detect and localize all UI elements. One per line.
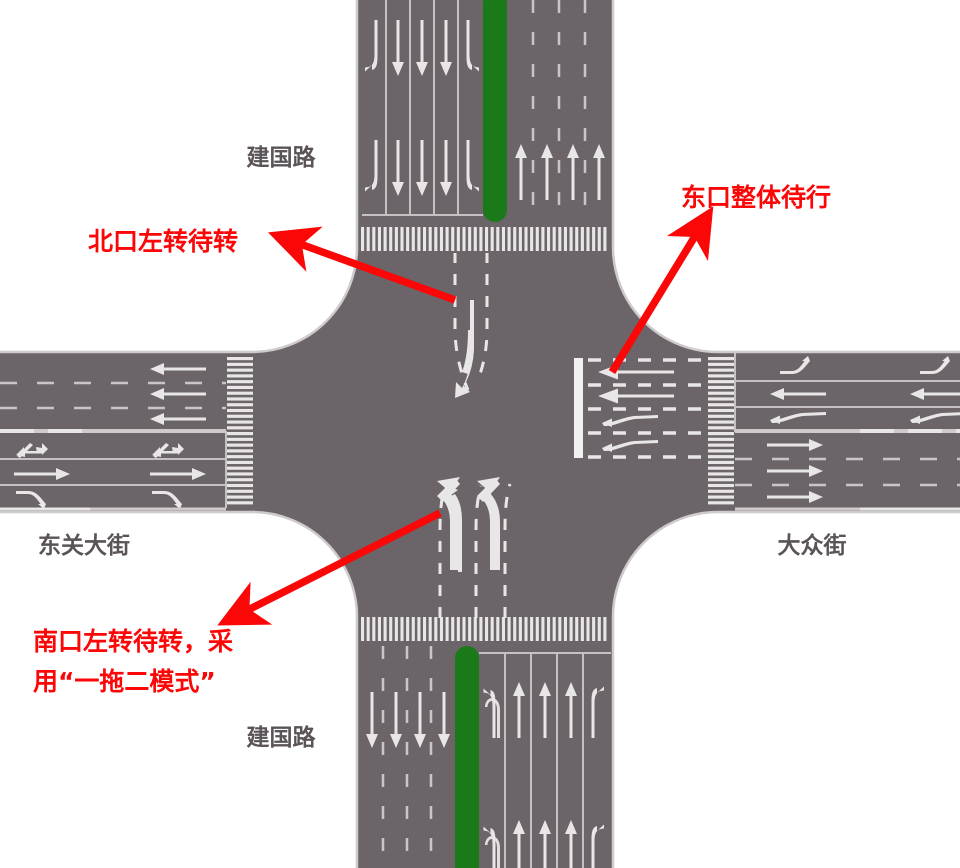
crosswalk-south [361, 617, 607, 641]
north-approach [362, 0, 605, 222]
stop-bar-east-waiting-area [574, 358, 583, 458]
south-median-island [455, 646, 479, 868]
east-road-label: 大众街 [778, 532, 847, 559]
east-approach [734, 353, 960, 511]
east-note-arrow [608, 206, 714, 374]
west-road-label: 东关大街 [38, 532, 130, 559]
north-waiting-left-arrow [455, 300, 474, 398]
south-left-turn-waiting-lanes [437, 477, 512, 618]
annotation-arrows [217, 206, 714, 626]
south-waiting-left-arrow-2 [477, 477, 500, 570]
east-waiting-area [574, 358, 706, 459]
south-approach [366, 646, 611, 868]
north-road-label: 建国路 [247, 144, 317, 171]
south-waiting-left-arrow-1 [437, 477, 462, 572]
crosswalk-west [227, 357, 253, 505]
south-road-label: 建国路 [247, 724, 317, 751]
west-approach [0, 363, 227, 511]
north-left-turn-waiting-note: 北口左转待转 [88, 227, 238, 256]
south-left-turn-waiting-note-line2: 用“一拖二模式” [33, 667, 216, 696]
crosswalk-east [708, 357, 734, 505]
south-note-arrow [217, 509, 442, 626]
north-left-turn-waiting-lane [453, 252, 489, 398]
north-median-island [483, 0, 507, 222]
south-left-turn-waiting-note-line1: 南口左转待转，采 [33, 627, 233, 656]
crosswalk-north [359, 225, 611, 253]
north-note-arrow [268, 226, 457, 304]
east-approach-waiting-note: 东口整体待行 [681, 183, 831, 212]
